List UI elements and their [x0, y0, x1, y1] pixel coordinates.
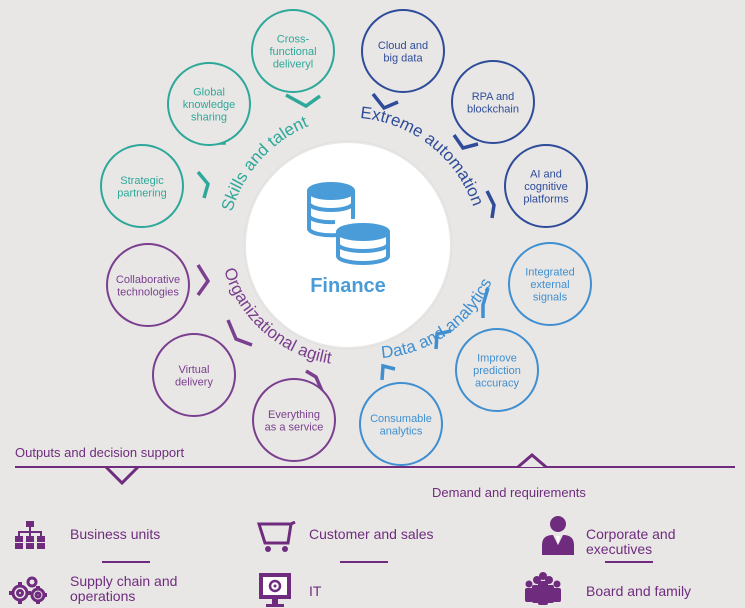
shopping-cart-icon	[257, 521, 296, 552]
demand-label: Demand and requirements	[432, 485, 586, 500]
node-circle	[152, 333, 236, 417]
node-label-line: Improve	[477, 353, 517, 365]
outputs-down-chevron	[104, 465, 140, 486]
data-arrows	[380, 287, 490, 381]
node-label-line: Everything	[268, 409, 320, 421]
group-people-icon	[525, 572, 561, 605]
monitor-gear-icon	[259, 573, 291, 607]
node-label-line: Collaborative	[116, 274, 180, 286]
node-label-line: knowledge	[183, 99, 236, 111]
node-label-line: sharing	[191, 112, 227, 124]
node-label-line: external	[530, 279, 569, 291]
node-label-line: prediction	[473, 365, 521, 377]
node-circle	[359, 382, 443, 466]
node-circle	[106, 243, 190, 327]
node-label-line: blockchain	[467, 103, 519, 115]
node-label-line: delivery	[175, 376, 213, 388]
node-circle	[251, 9, 335, 93]
node-label-line: as a service	[265, 421, 324, 433]
executive-person-icon	[542, 516, 574, 555]
gears-icon	[9, 576, 47, 604]
outputs-label: Outputs and decision support	[15, 445, 185, 460]
node-label-line: platforms	[523, 194, 569, 206]
node-label-line: functional	[269, 46, 316, 58]
node-circle	[167, 62, 251, 146]
node-label-line: Global	[193, 87, 225, 99]
node-label-line: cognitive	[524, 181, 567, 193]
node-label-line: signals	[533, 292, 568, 304]
node-label-line: partnering	[117, 187, 167, 199]
database-coins-icon	[307, 182, 390, 265]
node-circle	[252, 378, 336, 462]
node-circle	[455, 328, 539, 412]
legend-business-units: Business units	[70, 526, 161, 542]
node-label-line: technologies	[117, 286, 179, 298]
center-label: Finance	[310, 275, 386, 297]
legend-rule-3	[605, 561, 653, 563]
automation-arrows	[371, 92, 496, 219]
node-label-line: Cross-	[277, 34, 310, 46]
node-circle	[361, 9, 445, 93]
node-circle	[508, 242, 592, 326]
node-label-line: analytics	[380, 425, 423, 437]
node-label-line: Consumable	[370, 413, 432, 425]
legend-rule-2	[340, 561, 388, 563]
node-circle	[504, 144, 588, 228]
org-chart-icon	[15, 521, 45, 549]
node-label-line: Strategic	[120, 175, 164, 187]
org-arrows	[196, 264, 324, 392]
center-circle	[246, 143, 450, 347]
legend-rule-1	[102, 561, 150, 563]
legend-it: IT	[309, 583, 322, 599]
node-label-line: big data	[383, 52, 423, 64]
legend-customer-sales: Customer and sales	[309, 526, 434, 542]
demand-up-chevron	[517, 453, 547, 469]
legend-supply-chain: Supply chain and operations	[70, 573, 178, 604]
node-label-line: Integrated	[525, 267, 575, 279]
node-label-line: RPA and	[472, 91, 515, 103]
node-label-line: AI and	[530, 169, 562, 181]
legend-board-family: Board and family	[586, 583, 692, 599]
node-circle	[451, 60, 535, 144]
node-label-line: deliveryl	[273, 59, 313, 71]
node-label-line: Virtual	[179, 364, 210, 376]
node-circle	[100, 144, 184, 228]
legend-corporate-executives: Corporate and executives	[586, 526, 676, 557]
node-label-line: Cloud and	[378, 40, 428, 52]
node-label-line: accuracy	[475, 378, 520, 390]
